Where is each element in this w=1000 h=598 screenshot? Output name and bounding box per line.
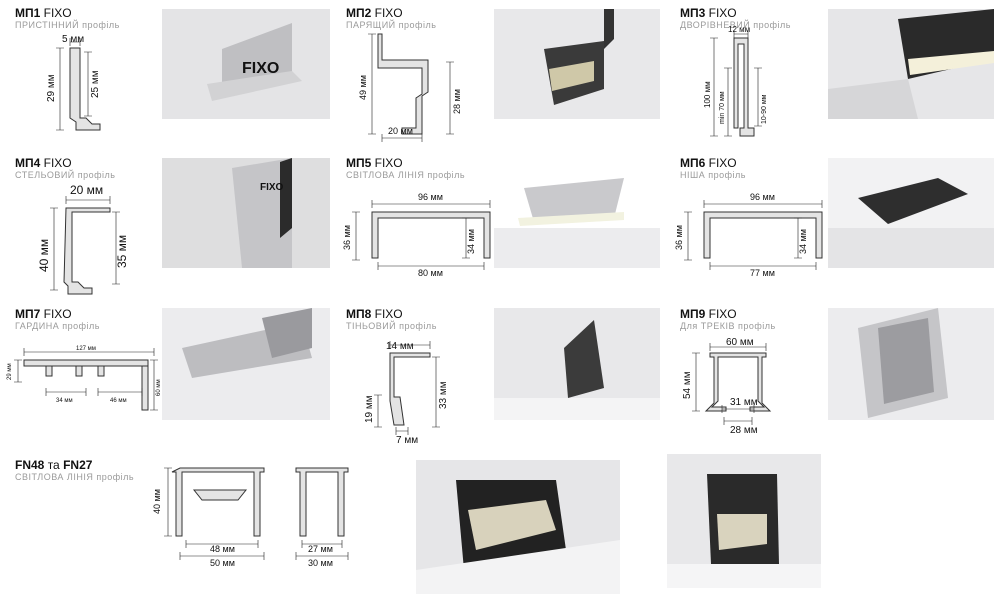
svg-text:25 мм: 25 мм [90,70,101,98]
svg-text:31 мм: 31 мм [730,397,758,408]
svg-text:FIXO: FIXO [242,60,279,77]
svg-text:14 мм: 14 мм [386,341,414,352]
product-photo-mp1: FIXO [162,9,330,119]
svg-text:36 мм: 36 мм [674,225,684,250]
svg-text:50 мм: 50 мм [210,558,235,568]
profile-drawing: 96 мм 36 мм 34 мм 80 мм [342,192,491,278]
svg-text:7 мм: 7 мм [396,435,418,446]
profile-subtitle: ПРИСТІННИЙ профіль [15,20,120,30]
svg-text:20 мм: 20 мм [70,183,103,197]
svg-text:54 мм: 54 мм [682,371,693,399]
svg-text:FIXO: FIXO [260,182,284,193]
product-photo-mp9 [828,308,994,420]
svg-text:30 мм: 30 мм [308,558,333,568]
svg-text:19 мм: 19 мм [364,395,375,423]
product-photo-mp4: FIXO [162,158,330,268]
svg-text:29 мм: 29 мм [46,74,57,102]
svg-text:60 мм: 60 мм [156,379,162,396]
product-photo-mp6 [828,158,994,268]
svg-text:34 мм: 34 мм [56,398,73,404]
svg-text:20 мм: 20 мм [388,126,413,136]
product-photo-fn27 [667,454,821,588]
profile-drawing: 60 мм 54 мм 31 мм 28 мм [682,337,772,436]
svg-text:27 мм: 27 мм [308,544,333,554]
svg-text:127 мм: 127 мм [76,346,96,352]
svg-text:28 мм: 28 мм [452,89,462,114]
svg-text:33 мм: 33 мм [438,381,449,409]
svg-text:77 мм: 77 мм [750,268,775,278]
product-photo-mp8 [494,308,660,420]
svg-text:34 мм: 34 мм [798,229,808,254]
svg-text:100 мм: 100 мм [703,81,712,108]
fn-subtitle: СВІТЛОВА ЛІНІЯ профіль [15,472,135,482]
svg-text:60 мм: 60 мм [726,337,754,348]
svg-text:35 мм: 35 мм [115,235,129,268]
svg-text:40 мм: 40 мм [152,489,162,514]
profile-drawing: 96 мм 36 мм 34 мм 77 мм [674,192,823,278]
product-photo-mp2 [494,9,660,119]
svg-text:5 мм: 5 мм [62,34,84,45]
svg-text:96 мм: 96 мм [418,192,443,202]
svg-text:34 мм: 34 мм [466,229,476,254]
profile-drawing-fn: 40 мм 48 мм 50 мм 27 мм 30 мм [152,467,349,568]
svg-text:46 мм: 46 мм [110,398,127,404]
svg-text:40 мм: 40 мм [37,239,51,272]
svg-text:12 мм: 12 мм [728,25,750,34]
svg-text:10-90 мм: 10-90 мм [761,94,768,124]
profile-drawing: 127 мм 29 мм 34 мм 46 мм 60 мм [7,346,162,411]
profile-title: МП1 FIXO [15,6,72,20]
svg-text:48 мм: 48 мм [210,544,235,554]
svg-text:28 мм: 28 мм [730,425,758,436]
profile-drawing: 14 мм 19 мм 33 мм 7 мм [364,341,449,446]
svg-text:80 мм: 80 мм [418,268,443,278]
svg-text:36 мм: 36 мм [342,225,352,250]
profile-drawing: 49 мм 28 мм 20 мм [358,33,462,142]
svg-text:96 мм: 96 мм [750,192,775,202]
svg-text:29 мм: 29 мм [7,363,13,380]
profile-drawing: 20 мм 40 мм 35 мм [37,183,129,295]
product-photo-mp3 [828,9,994,119]
profile-drawing: 5 мм 29 мм 25 мм [46,34,101,131]
profile-drawing: 12 мм 100 мм min 70 мм 10-90 мм [703,25,768,137]
fn-title: FN48 та FN27 [15,458,93,472]
svg-text:min 70 мм: min 70 мм [719,91,726,124]
product-photo-fn48 [416,460,620,594]
product-photo-mp5 [494,158,660,268]
product-photo-mp7 [162,308,330,420]
svg-text:49 мм: 49 мм [358,75,368,100]
